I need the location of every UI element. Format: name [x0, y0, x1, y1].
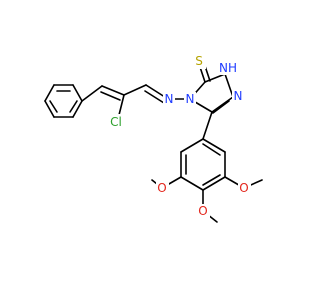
label-background — [217, 61, 237, 75]
bond — [202, 111, 213, 140]
bond — [202, 176, 226, 191]
bond — [100, 91, 121, 101]
bond — [144, 90, 165, 104]
bond — [44, 84, 55, 102]
bond — [224, 73, 234, 98]
label-background — [232, 89, 244, 104]
bond — [49, 100, 58, 113]
triazole-n2-atom-label: N — [234, 89, 243, 103]
bond — [69, 100, 78, 113]
bond — [180, 176, 204, 191]
bond — [212, 100, 230, 114]
label-background — [238, 181, 251, 196]
bond — [101, 85, 125, 96]
atom-label-layer: S NH N N N Cl O O O — [108, 54, 251, 219]
nh-atom-label: NH — [219, 61, 237, 75]
bond — [204, 73, 226, 83]
bond — [72, 100, 83, 118]
label-background — [197, 204, 210, 219]
bond — [202, 174, 221, 186]
bond — [202, 143, 221, 156]
chlorine-atom-label: Cl — [110, 115, 122, 129]
label-background — [163, 92, 175, 107]
molecule-structure-diagram: S NH N N N Cl O O O — [44, 54, 263, 223]
triazole-n4-atom-label: N — [186, 92, 195, 106]
bond — [81, 85, 103, 102]
bond — [180, 138, 204, 153]
bond — [72, 84, 83, 102]
bond — [211, 96, 234, 113]
label-background — [192, 54, 206, 69]
label-background — [108, 114, 126, 129]
methoxy-oxygen-label: O — [198, 204, 207, 218]
bond-layer — [44, 62, 263, 223]
bond — [202, 138, 226, 153]
sulfur-atom-label: S — [195, 54, 203, 68]
bond — [123, 84, 147, 96]
methoxy-oxygen-label: O — [157, 181, 166, 195]
imine-n-atom-label: N — [165, 92, 174, 106]
methoxy-oxygen-label: O — [239, 181, 248, 195]
bond — [44, 100, 55, 118]
label-background — [184, 92, 196, 107]
label-background — [156, 181, 169, 196]
